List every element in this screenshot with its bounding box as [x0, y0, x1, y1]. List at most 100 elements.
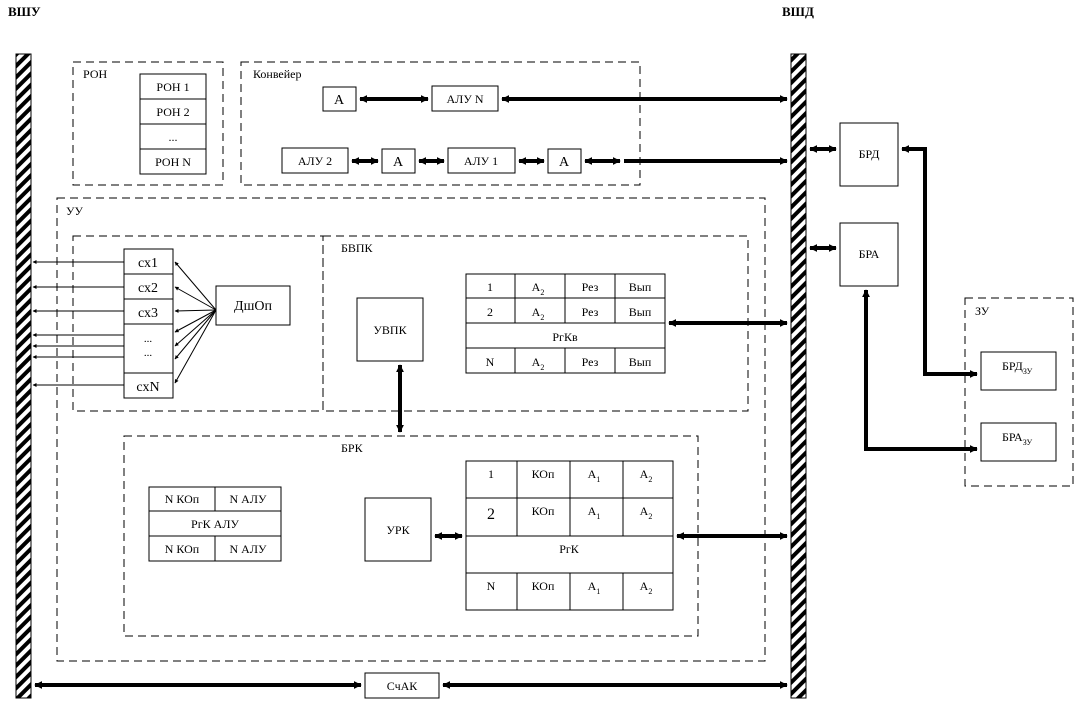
scheme-stack: сх1 сх2 сх3 ... ... схN [123, 248, 174, 399]
svg-text:А2: А2 [532, 280, 545, 297]
rgk-r1-a2-sub: 2 [648, 475, 652, 484]
scheme-to-vshu-lines [32, 260, 124, 387]
scheme-2-label: сх2 [138, 281, 158, 296]
uvpk-label: УВПК [373, 323, 407, 337]
rgk-r1-a1: А [588, 467, 597, 481]
rgkv-r2-c1: 2 [487, 305, 493, 319]
ron-group [72, 61, 224, 186]
rgk-r2-a2: А [640, 504, 649, 518]
ron-n-label: РОН N [155, 155, 191, 169]
alu-2 [281, 147, 349, 174]
svg-text:А1: А1 [588, 467, 601, 484]
vshu-bus [15, 53, 32, 699]
rgk-rn-a1-sub: 1 [596, 587, 600, 596]
alu-n [431, 85, 499, 112]
brk-group [123, 435, 699, 637]
rgk-rn-a2: А [640, 579, 649, 593]
svg-text:А2: А2 [640, 467, 653, 484]
bra-box [839, 222, 899, 287]
rgk-r1-c1: 1 [488, 467, 494, 481]
rgk-rn-kop: КОп [532, 579, 555, 593]
conveyor-a-top [322, 86, 357, 112]
rgkv-r2-vyp: Вып [629, 305, 652, 319]
rgkv-r1-a-sub: 2 [540, 288, 544, 297]
urk-box [364, 497, 432, 562]
rgk-middle: РгК [559, 542, 580, 556]
vshu-label: ВШУ [8, 4, 41, 19]
scheme-2 [123, 273, 174, 300]
scheme-3-label: сх3 [138, 306, 158, 321]
alu-2-label: АЛУ 2 [298, 154, 332, 168]
brd-zu-box [980, 351, 1057, 391]
svg-text:А1: А1 [588, 504, 601, 521]
conveyor-group-label: Конвейер [253, 67, 302, 81]
rgkv-table: 1 А2 Рез Вып 2 А2 Рез Вып РгКв N А2 Рез … [465, 273, 666, 374]
rgk-rn-c1: N [487, 579, 496, 593]
conveyor-group [240, 61, 641, 186]
dshop-label: ДшОп [234, 299, 272, 314]
brd-box [839, 122, 899, 187]
rgk-table: 1 КОп А1 А2 2 КОп А1 А2 РгК N КОп А1 А2 [465, 460, 674, 611]
decoder-fan-lines [174, 261, 217, 384]
alu-1 [447, 147, 516, 174]
svg-text:А2: А2 [532, 305, 545, 322]
ron-2-label: РОН 2 [156, 105, 189, 119]
rgk-alu-top-kop: N КОп [165, 492, 200, 506]
svg-text:А2: А2 [640, 579, 653, 596]
scheme-3 [123, 298, 174, 325]
conveyor-a-mid2 [547, 148, 582, 174]
bra-zu-label: БРАЗУ [1002, 430, 1033, 447]
brd-zu-connection [901, 145, 978, 378]
rgk-r2-a1-sub: 1 [596, 512, 600, 521]
rgk-alu-table: N КОп N АЛУ РгК АЛУ N КОп N АЛУ [148, 486, 282, 562]
rgk-r1-a2: А [640, 467, 649, 481]
rgk-r2-a2-sub: 2 [648, 512, 652, 521]
conveyor-a-top-label: А [334, 93, 345, 108]
rgk-alu-bottom-kop: N КОп [165, 542, 200, 556]
scheme-ellipsis-2: ... [144, 347, 153, 359]
scheme-ellipsis-1: ... [144, 333, 153, 345]
rgkv-r1-vyp: Вып [629, 280, 652, 294]
scheme-n [123, 372, 174, 399]
urk-label: УРК [386, 523, 410, 537]
rgkv-rn-c1: N [486, 355, 495, 369]
svg-text:А2: А2 [532, 355, 545, 372]
rgk-alu-bottom-alu: N АЛУ [230, 542, 267, 556]
rgk-r1-kop: КОп [532, 467, 555, 481]
brk-group-label: БРК [341, 441, 364, 455]
rgk-alu-middle: РгК АЛУ [191, 517, 239, 531]
decoder-group [72, 235, 324, 412]
brd-label: БРД [859, 147, 880, 161]
svg-text:А1: А1 [588, 579, 601, 596]
ron-ellipsis-label: ... [169, 130, 178, 144]
alu-1-label: АЛУ 1 [464, 154, 498, 168]
rgk-rn-a1: А [588, 579, 597, 593]
vshd-label: ВШД [782, 4, 814, 19]
vshd-bus [790, 53, 807, 699]
rgkv-middle: РгКв [552, 330, 578, 344]
rgkv-rn-a: А [532, 355, 541, 369]
bra-label: БРА [859, 247, 880, 261]
zu-group-label: ЗУ [975, 304, 990, 318]
alu-n-label: АЛУ N [447, 92, 484, 106]
conveyor-a-mid2-label: А [559, 155, 570, 170]
uu-group [56, 197, 766, 662]
ron-2 [139, 98, 207, 125]
ron-group-label: РОН [83, 67, 107, 81]
uvpk-box [356, 297, 424, 362]
ron-n [139, 148, 207, 175]
ron-register-stack: РОН 1 РОН 2 ... РОН N [139, 73, 207, 175]
scheme-ellipsis [123, 323, 174, 374]
rgk-rn-a2-sub: 2 [648, 587, 652, 596]
uu-group-label: УУ [66, 204, 83, 218]
bra-zu-box [980, 422, 1057, 462]
bvpk-group-label: БВПК [341, 241, 374, 255]
rgk-r2-c1: 2 [487, 506, 495, 523]
brd-zu-label: БРДЗУ [1002, 359, 1033, 376]
rgkv-r2-a: А [532, 305, 541, 319]
rgk-alu-top-alu: N АЛУ [230, 492, 267, 506]
scheme-1-label: сх1 [138, 256, 158, 271]
conveyor-connections [351, 95, 788, 165]
ron-1-label: РОН 1 [156, 80, 189, 94]
